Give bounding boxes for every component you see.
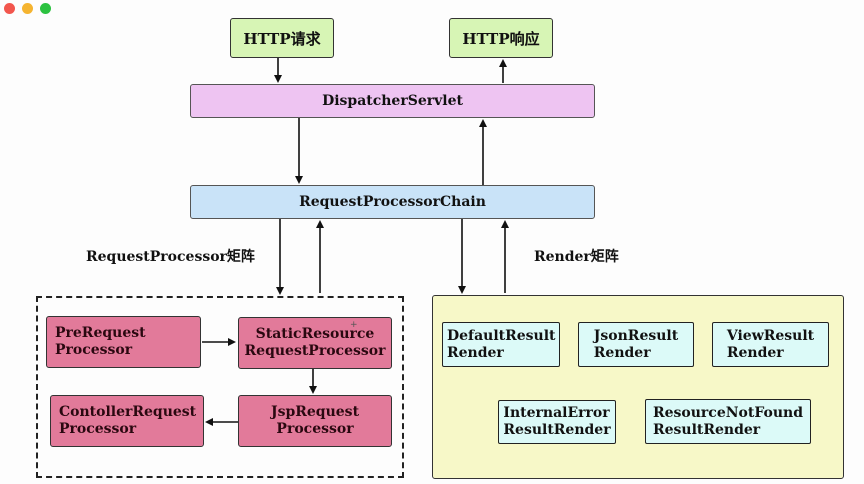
resource-not-found-render-line2: ResultRender <box>652 421 761 438</box>
request-processor-chain-box: RequestProcessorChain <box>190 185 595 219</box>
pre-request-processor-box: PreRequest Processor <box>46 316 201 368</box>
http-request-box: HTTP请求 <box>230 18 334 58</box>
controller-request-processor-line1: ContollerRequest <box>59 404 197 420</box>
pre-request-processor-line1: PreRequest <box>55 325 146 341</box>
default-result-render-line2: Render <box>447 344 504 361</box>
view-result-render-line2: Render <box>726 344 784 361</box>
resource-not-found-result-render-box: ResourceNotFound ResultRender <box>645 399 811 444</box>
close-window-button[interactable] <box>4 3 15 14</box>
json-result-render-box: JsonResult Render <box>578 322 694 367</box>
default-result-render-line1: DefaultResult <box>447 327 556 344</box>
internal-error-render-line1: InternalError <box>503 405 610 421</box>
http-response-box: HTTP响应 <box>449 18 553 58</box>
default-result-render-box: DefaultResult Render <box>442 322 560 367</box>
json-result-render-line2: Render <box>593 344 651 361</box>
static-resource-processor-line1: StaticResource <box>255 326 375 342</box>
render-matrix-label: Render矩阵 <box>534 249 619 265</box>
pre-request-processor-line2: Processor <box>55 342 133 358</box>
json-result-render-line1: JsonResult <box>593 327 679 344</box>
view-result-render-box: ViewResult Render <box>712 322 829 367</box>
request-processor-chain-label: RequestProcessorChain <box>299 194 486 210</box>
static-resource-processor-line2: RequestProcessor <box>244 343 386 359</box>
minimize-window-button[interactable] <box>22 3 33 14</box>
http-request-label: HTTP请求 <box>243 29 321 48</box>
jsp-request-processor-box: JspRequest Processor <box>238 395 392 447</box>
controller-request-processor-line2: Processor <box>59 421 137 437</box>
jsp-request-processor-line1: JspRequest <box>270 404 360 420</box>
cursor-crosshair-icon: + <box>350 320 358 330</box>
resource-not-found-render-line1: ResourceNotFound <box>652 404 803 421</box>
http-response-label: HTTP响应 <box>462 29 540 48</box>
internal-error-render-line2: ResultRender <box>503 422 611 438</box>
request-processor-group <box>36 296 404 478</box>
dispatcher-servlet-label: DispatcherServlet <box>322 93 463 109</box>
view-result-render-line1: ViewResult <box>726 327 815 344</box>
dispatcher-servlet-box: DispatcherServlet <box>190 84 595 118</box>
zoom-window-button[interactable] <box>40 3 51 14</box>
internal-error-result-render-box: InternalError ResultRender <box>498 400 616 444</box>
jsp-request-processor-line2: Processor <box>276 421 354 437</box>
static-resource-request-processor-box: StaticResource RequestProcessor <box>238 317 392 369</box>
request-processor-matrix-label: RequestProcessor矩阵 <box>86 249 255 265</box>
controller-request-processor-box: ContollerRequest Processor <box>50 395 204 447</box>
